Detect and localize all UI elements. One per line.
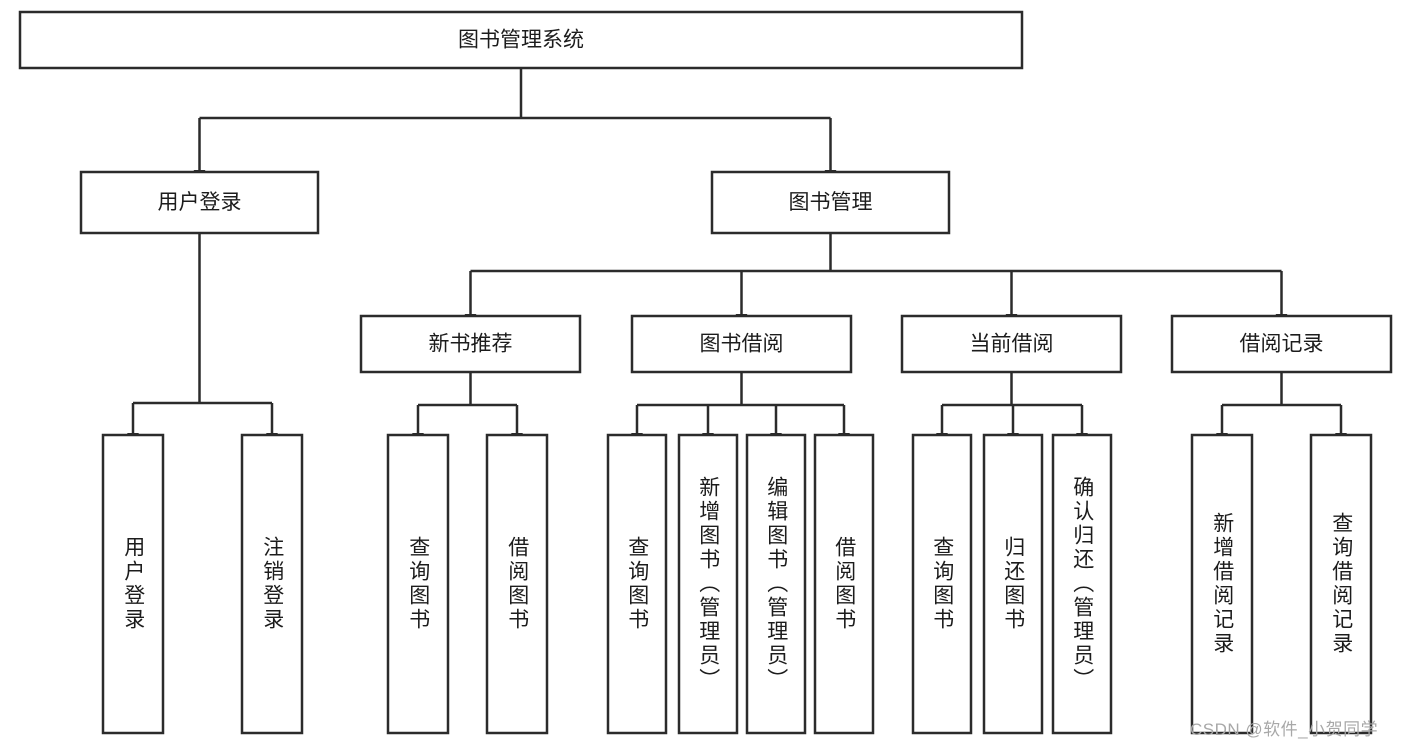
node-box-leaf-query-book-1[interactable] [386,433,450,735]
node-box-new-book-recommend[interactable] [359,314,582,374]
node-box-borrow-records[interactable] [1170,314,1393,374]
node-box-book-management[interactable] [710,170,951,235]
node-label-current-borrow: 当前借阅 [970,333,1054,356]
node-label-book-management: 图书管理 [789,191,873,214]
node-box-leaf-confirm-return[interactable] [1051,433,1113,735]
node-box-current-borrow[interactable] [900,314,1123,374]
connector-layer [133,68,1341,434]
node-label-root: 图书管理系统 [458,29,584,52]
node-box-user-login[interactable] [79,170,320,235]
node-box-leaf-add-record[interactable] [1190,433,1254,735]
node-box-leaf-borrow-book-1[interactable] [485,433,549,735]
node-box-leaf-query-book-3[interactable] [911,433,973,735]
node-box-leaf-borrow-book-2[interactable] [813,433,875,735]
node-label-borrow-records: 借阅记录 [1240,333,1324,356]
csdn-watermark: CSDN @软件_小贺同学 [1190,720,1379,739]
node-box-leaf-query-book-2[interactable] [606,433,668,735]
node-label-new-book-recommend: 新书推荐 [429,333,513,356]
node-label-book-borrow: 图书借阅 [700,333,784,356]
node-box-leaf-add-book[interactable] [677,433,739,735]
node-box-root[interactable] [18,10,1024,70]
node-box-leaf-query-record[interactable] [1309,433,1373,735]
node-box-leaf-return-book[interactable] [982,433,1044,735]
node-label-user-login: 用户登录 [158,191,242,214]
node-box-leaf-user-login[interactable] [101,433,165,735]
node-box-book-borrow[interactable] [630,314,853,374]
box-layer [18,10,1393,735]
node-box-leaf-logout[interactable] [240,433,304,735]
node-box-leaf-edit-book[interactable] [745,433,807,735]
